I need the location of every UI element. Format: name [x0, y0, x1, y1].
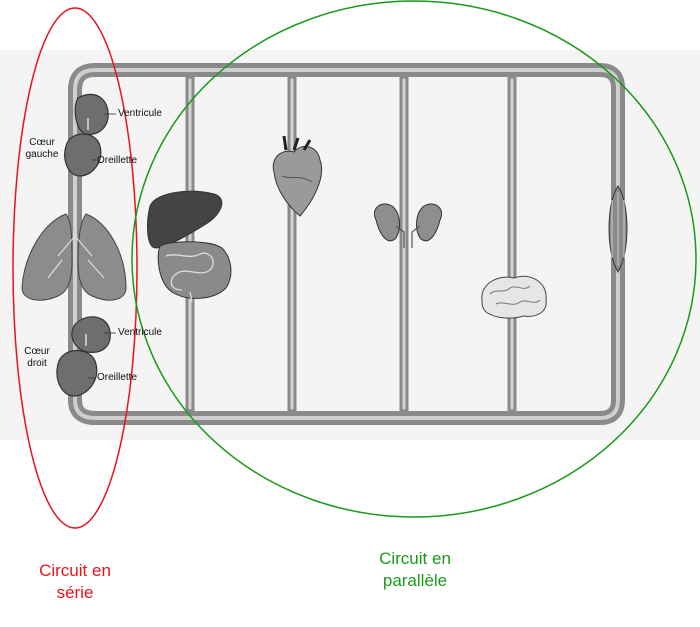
left-heart-label-line2: gauche [25, 149, 59, 160]
left-heart-label-line1: Cœur [29, 137, 55, 148]
lungs-icon [21, 200, 127, 301]
right-atrium-shape [56, 350, 98, 397]
right-heart-label-line1: Cœur [24, 346, 50, 357]
left-heart-label: Cœur gauche [24, 137, 60, 161]
left-ventricle-shape [74, 93, 109, 135]
parallel-caption-line2: parallèle [382, 571, 448, 590]
right-heart-label-line2: droit [27, 358, 47, 369]
parallel-circuit-outline [131, 0, 697, 518]
kidneys-icon [374, 203, 442, 248]
atrium-top-label: Oreillette [97, 155, 138, 166]
label-leaders [88, 113, 116, 379]
brain-icon [481, 275, 547, 319]
right-ventricle-shape [71, 316, 111, 353]
series-circuit-outline [12, 7, 138, 529]
skeletal-muscle-icon [608, 185, 628, 273]
left-atrium-shape [64, 133, 102, 177]
ventricle-bottom-label: Ventricule [118, 327, 162, 338]
right-heart-icon [56, 316, 111, 397]
liver-intestine-icon [147, 190, 232, 303]
series-caption-line1: Circuit en [39, 561, 111, 580]
parallel-circuit-caption: Circuit en parallèle [345, 548, 485, 592]
left-heart-icon [64, 93, 109, 177]
series-caption-line2: série [56, 583, 94, 602]
parallel-caption-line1: Circuit en [379, 549, 451, 568]
ventricle-top-label: Ventricule [118, 108, 162, 119]
atrium-bottom-label: Oreillette [97, 372, 138, 383]
heart-muscle-icon [272, 135, 323, 217]
right-heart-label: Cœur droit [20, 346, 54, 370]
series-circuit-caption: Circuit en série [10, 560, 140, 604]
